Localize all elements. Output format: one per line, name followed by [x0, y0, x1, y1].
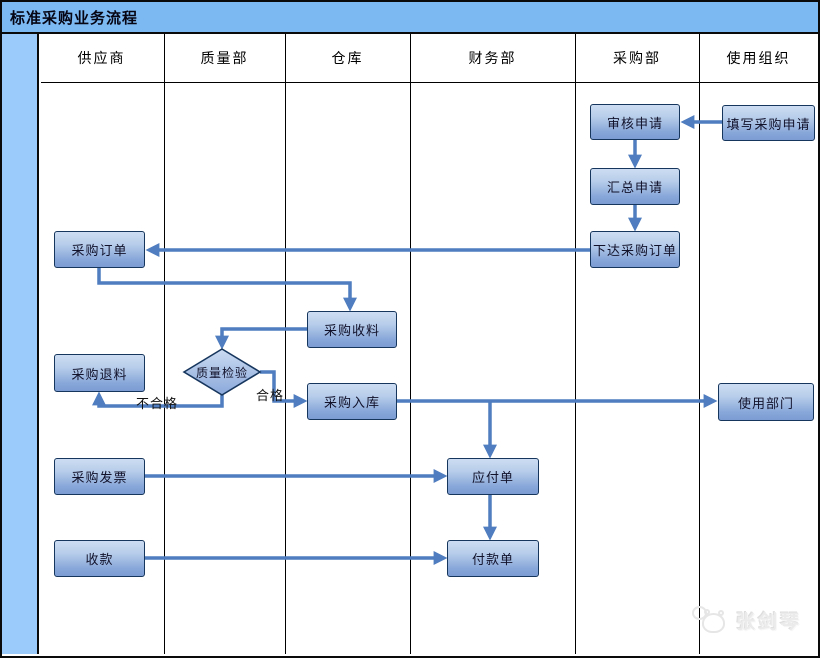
node-return-material: 采购退料 — [54, 354, 145, 392]
node-warehouse-in: 采购入库 — [307, 383, 397, 420]
node-payable: 应付单 — [447, 458, 539, 495]
node-quality-check: 质量检验 — [195, 365, 248, 380]
watermark-text: 张剑琴 — [736, 611, 803, 633]
edge-receive-to-check — [215, 327, 307, 350]
edge-po-to-receive — [97, 268, 357, 312]
swimlane-area: 供应商 质量部 仓库 财务部 采购部 使用组织 — [2, 34, 818, 654]
watermark-logo-icon — [692, 604, 728, 636]
lane-divider-1 — [164, 34, 165, 654]
lane-header-purchasing: 采购部 — [613, 50, 661, 66]
lane-header-finance: 财务部 — [468, 50, 517, 66]
node-issue-po: 下达采购订单 — [590, 231, 680, 268]
page-title: 标准采购业务流程 — [10, 9, 139, 27]
watermark: 张剑琴 — [692, 604, 802, 636]
node-fill-request: 填写采购申请 — [722, 105, 815, 141]
lane-divider-4 — [575, 34, 576, 654]
label-fail: 不合格 — [136, 396, 179, 411]
lane-divider-5 — [699, 34, 700, 654]
title-bar: 标准采购业务流程 — [2, 2, 818, 34]
lane-header-warehouse: 仓库 — [331, 50, 364, 66]
label-pass: 合格 — [256, 388, 285, 403]
node-payment: 付款单 — [447, 540, 539, 577]
lane-header-supplier: 供应商 — [77, 50, 126, 66]
lane-divider-2 — [285, 34, 286, 654]
node-purchase-invoice: 采购发票 — [54, 458, 145, 495]
lane-divider-3 — [410, 34, 411, 654]
lane-header-underline — [41, 82, 818, 83]
decision-diamond-shape — [182, 348, 262, 396]
node-receipt: 收款 — [54, 540, 145, 577]
node-purchase-order: 采购订单 — [54, 231, 145, 268]
node-using-department: 使用部门 — [718, 383, 814, 421]
node-audit-request: 审核申请 — [590, 104, 680, 140]
edge-check-pass-to-warehouse — [260, 370, 308, 408]
lane-header-quality: 质量部 — [200, 50, 249, 66]
node-receive-material: 采购收料 — [307, 311, 397, 348]
connector-layer — [92, 115, 722, 565]
lane-header-using-org: 使用组织 — [726, 50, 791, 66]
left-margin-strip — [2, 34, 39, 654]
node-summarize-request: 汇总申请 — [590, 168, 680, 205]
edge-check-fail-to-return — [92, 391, 224, 408]
